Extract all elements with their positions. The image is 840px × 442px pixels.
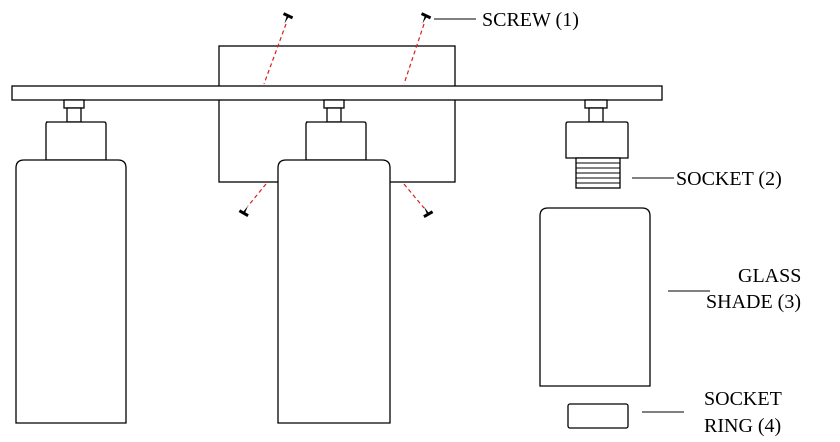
screw-path-bottom-left [247, 183, 267, 207]
lamp-right-exploded [565, 99, 629, 159]
label-socket-ring-line1: SOCKET [704, 388, 782, 410]
screw-path-top-left [263, 23, 287, 85]
screw-icon [420, 12, 432, 24]
mounting-bar [11, 85, 663, 101]
screw-path-bottom-right [403, 183, 425, 209]
glass-shade [539, 207, 651, 387]
label-screw: SCREW (1) [482, 9, 579, 31]
screw-icon [423, 206, 434, 218]
lamp-middle [277, 99, 391, 424]
socket [575, 157, 621, 189]
label-socket-ring-line2: RING (4) [704, 415, 781, 437]
socket-ring [567, 403, 629, 429]
screw-icon [238, 205, 249, 217]
screw-icon [282, 12, 294, 24]
label-glass-shade-line2: SHADE (3) [706, 291, 801, 313]
lamp-left [15, 99, 127, 424]
label-socket: SOCKET (2) [676, 168, 782, 190]
label-glass-shade-line1: GLASS [738, 265, 801, 287]
screw-path-top-right [403, 23, 425, 85]
